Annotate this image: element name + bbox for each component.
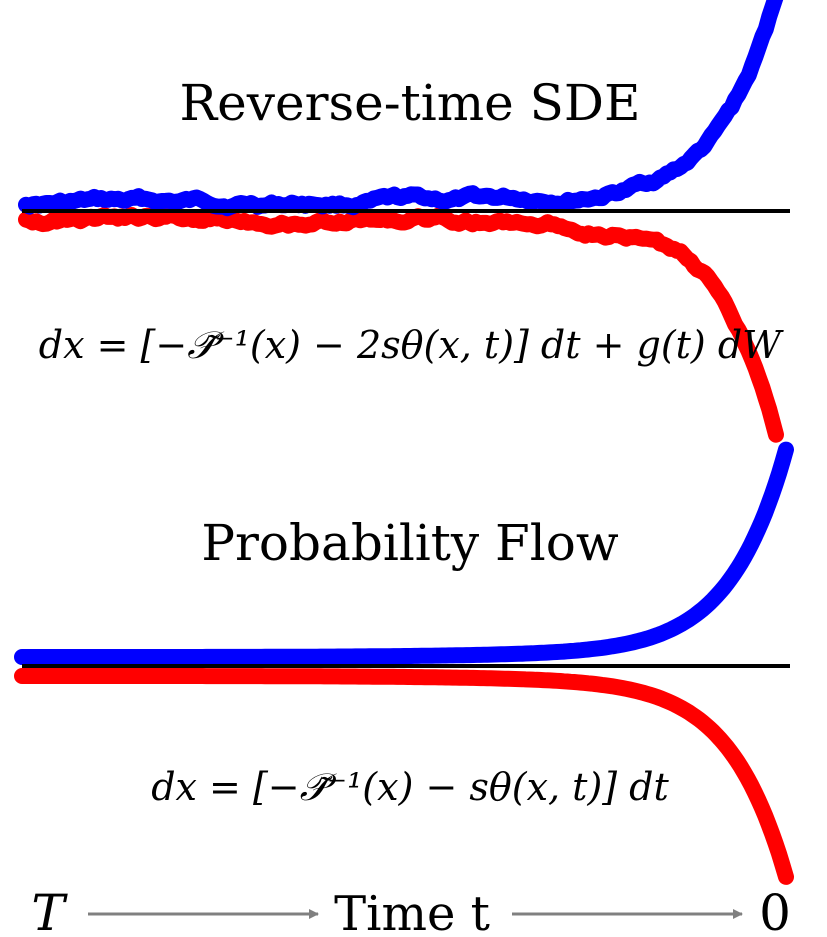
flow-trajectory-red <box>14 668 794 885</box>
time-axis-end-label: 0 <box>759 884 791 937</box>
time-axis: T Time t 0 <box>31 884 791 937</box>
sde-trajectory-blue <box>18 0 784 217</box>
top-panel: Reverse-time SDE dx = [−𝒫̃⁻¹(x) − 2sθ(x,… <box>18 0 790 443</box>
bottom-panel: Probability Flow dx = [−𝒫̃⁻¹(x) − sθ(x, … <box>14 441 794 885</box>
top-panel-title: Reverse-time SDE <box>180 74 641 132</box>
flow-equation: dx = [−𝒫̃⁻¹(x) − sθ(x, t)] dt <box>151 765 669 809</box>
sde-trajectory-red <box>18 207 784 443</box>
time-axis-start-label: T <box>31 884 68 937</box>
time-axis-middle-label: Time t <box>334 886 490 937</box>
bottom-panel-title: Probability Flow <box>201 514 618 572</box>
flow-trajectory-blue <box>14 441 794 665</box>
sde-equation: dx = [−𝒫̃⁻¹(x) − 2sθ(x, t)] dt + g(t) dW <box>39 323 784 367</box>
